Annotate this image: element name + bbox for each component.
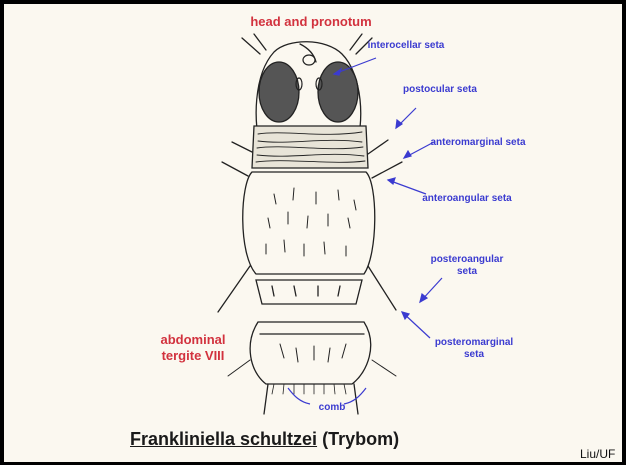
segment-vii [256, 280, 362, 304]
label-comb: comb [302, 402, 362, 414]
label-postocular-seta: postocular seta [400, 84, 480, 96]
comb-setae [272, 384, 346, 394]
label-anteromarginal-seta: anteromarginal seta [428, 137, 528, 149]
leg-right [368, 266, 396, 310]
head-pronotum-title: head and pronotum [226, 16, 396, 28]
leg-left [218, 266, 250, 312]
compound-eye-left [259, 62, 299, 122]
abdominal-tergite-label: abdominal tergite VIII [152, 332, 234, 364]
thrips-illustration [4, 4, 622, 462]
abdominal-tergite-viii [250, 322, 371, 384]
label-posteroangular-seta: posteroangular seta [422, 254, 512, 278]
slide-panel: head and pronotum interocellar seta post… [3, 3, 623, 463]
label-anteroangular-seta: anteroangular seta [422, 193, 512, 205]
image-credit: Liu/UF [580, 447, 615, 461]
antenna-stub-left [242, 34, 266, 54]
species-name: Frankliniella schultzei [130, 429, 317, 449]
label-interocellar-seta: interocellar seta [366, 40, 446, 52]
species-author: (Trybom) [322, 429, 399, 449]
label-posteromarginal-seta: posteromarginal seta [424, 337, 524, 361]
species-caption: Frankliniella schultzei (Trybom) [130, 429, 399, 450]
head-vertex [300, 44, 316, 62]
pterothorax [243, 172, 375, 274]
ocellus-center [303, 55, 315, 65]
